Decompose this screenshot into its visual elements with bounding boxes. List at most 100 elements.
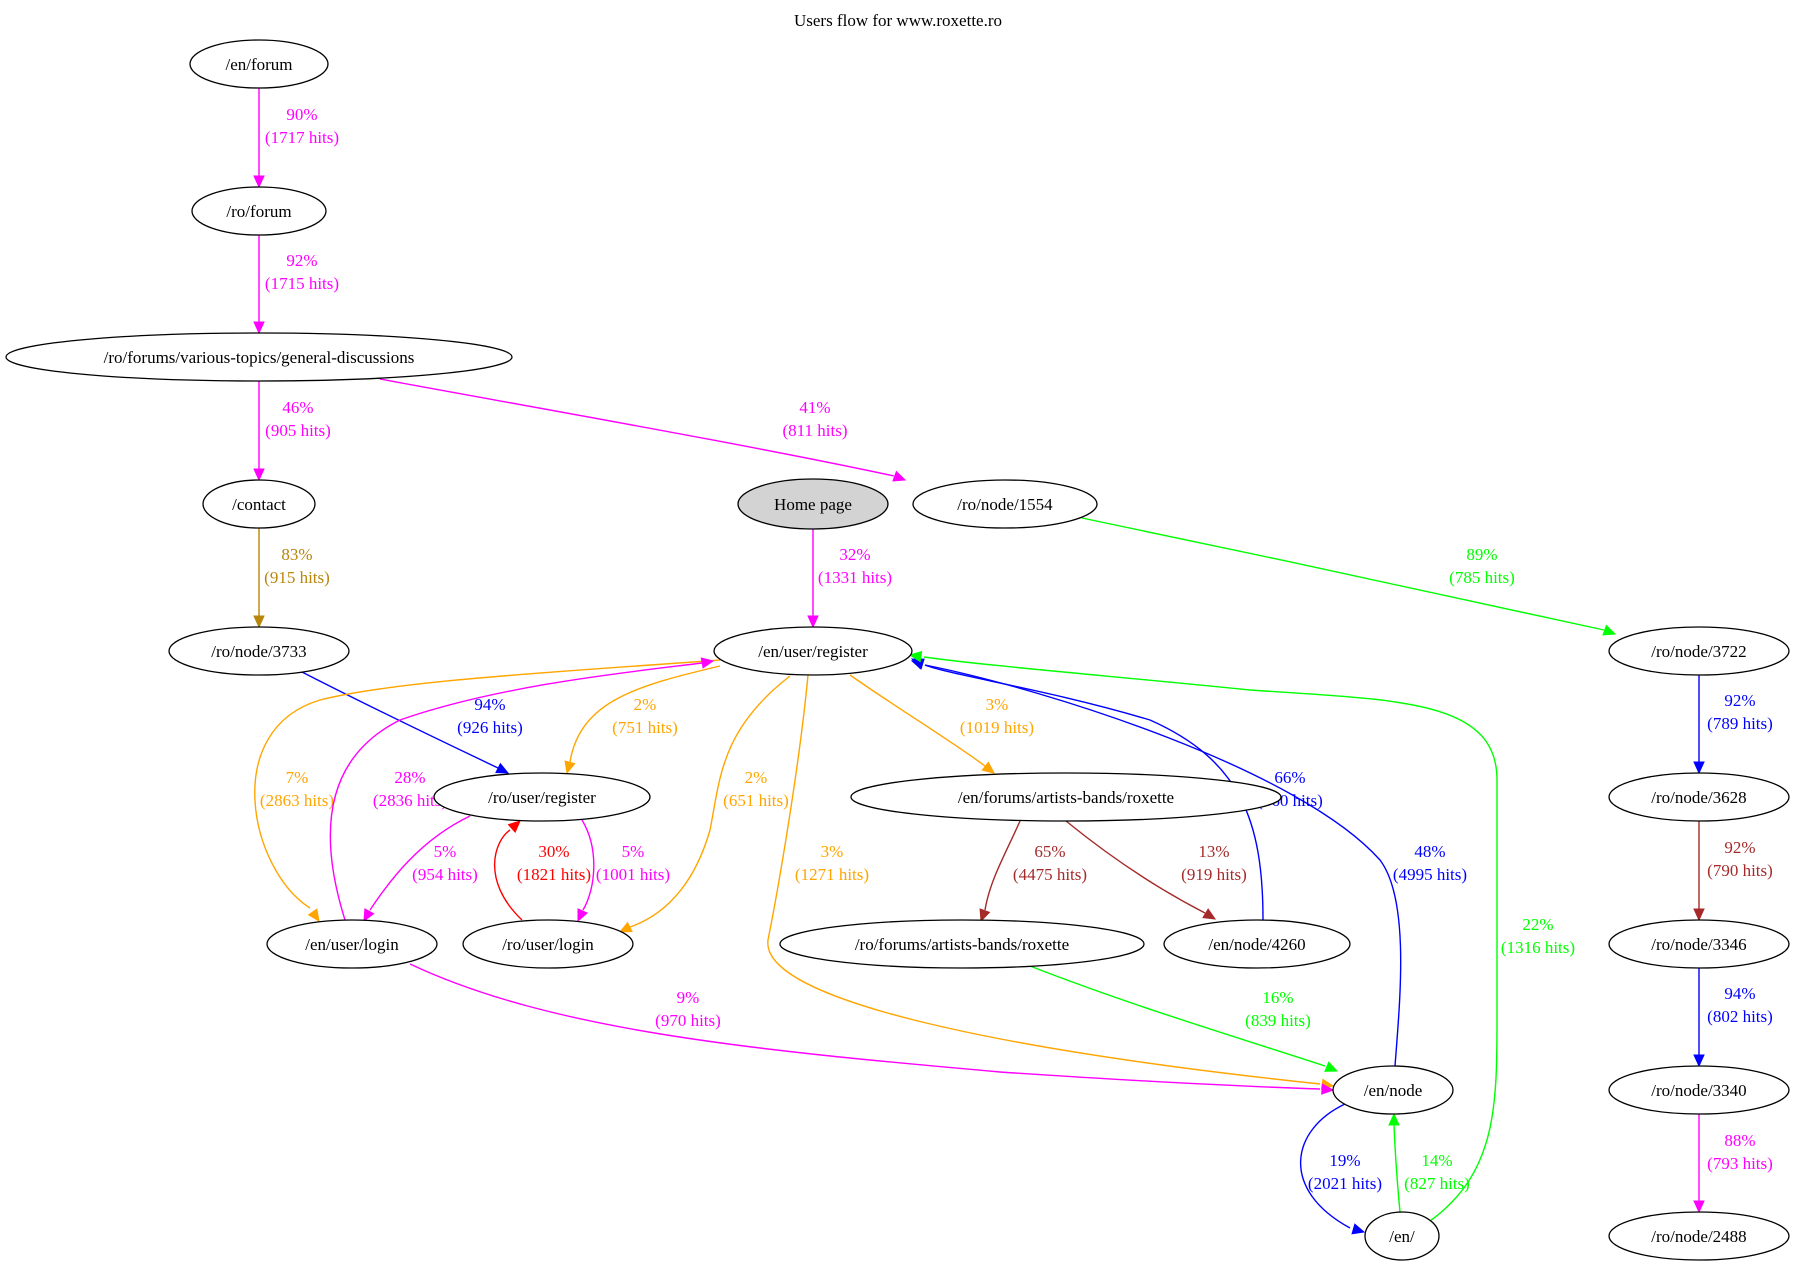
edge-percent-label: 3% xyxy=(821,842,844,861)
node-ellipse xyxy=(912,479,1098,529)
edge-hits-label: (1717 hits) xyxy=(265,128,339,147)
node-label: /en/user/register xyxy=(758,642,868,661)
edge-hits-label: (793 hits) xyxy=(1707,1154,1773,1173)
arrowhead xyxy=(1693,761,1705,775)
edge-line xyxy=(767,674,1321,1085)
arrowhead xyxy=(700,657,715,669)
edge-ro_node_3340-to-ro_node_2488: 88% (793 hits) xyxy=(1693,1114,1773,1214)
node-ellipse xyxy=(462,919,634,969)
node-ro-node-3722: /ro/node/3722 xyxy=(1608,626,1790,676)
edge-hits-label: (789 hits) xyxy=(1707,714,1773,733)
edge-line xyxy=(494,829,523,921)
node-label: /ro/node/3722 xyxy=(1651,642,1746,661)
node-label: /ro/node/3340 xyxy=(1651,1081,1746,1100)
edge-percent-label: 3% xyxy=(986,695,1009,714)
edge-en_user_register-to-en_user_login: 7%(2863 hits) xyxy=(254,659,721,922)
edge-percent-label: 88% xyxy=(1724,1131,1755,1150)
node-en-node: /en/node xyxy=(1332,1065,1454,1115)
edge-percent-label: 90% xyxy=(286,105,317,124)
edge-percent-label: 7% xyxy=(286,768,309,787)
node-label: /ro/node/2488 xyxy=(1651,1227,1746,1246)
node-ellipse xyxy=(1364,1211,1440,1261)
node-label: Home page xyxy=(774,495,852,514)
node-ellipse xyxy=(189,39,329,89)
arrowhead xyxy=(1693,1054,1705,1068)
edge-line xyxy=(923,656,1498,1222)
edge-en_forums_roxette-to-ro_forums_roxette: 65%(4475 hits) xyxy=(979,820,1087,923)
edge-percent-label: 94% xyxy=(474,695,505,714)
node-label: /ro/user/login xyxy=(502,935,594,954)
arrowhead xyxy=(495,762,510,774)
node-label: /ro/node/1554 xyxy=(957,495,1053,514)
node-ro-node-3628: /ro/node/3628 xyxy=(1608,772,1790,822)
node-label: /contact xyxy=(232,495,286,514)
edge-hits-label: (2021 hits) xyxy=(1308,1174,1382,1193)
edge-line xyxy=(409,963,1321,1090)
node-ro-forums-roxette: /ro/forums/artists-bands/roxette xyxy=(779,919,1145,969)
edge-hits-label: (1001 hits) xyxy=(596,865,670,884)
edge-percent-label: 16% xyxy=(1262,988,1293,1007)
node-ro-user-login: /ro/user/login xyxy=(462,919,634,969)
edge-hits-label: (1715 hits) xyxy=(265,274,339,293)
edge-line xyxy=(924,664,1402,1067)
node-label: /ro/forums/various-topics/general-discus… xyxy=(104,348,415,367)
diagram-title: Users flow for www.roxette.ro xyxy=(794,11,1002,30)
edge-percent-label: 22% xyxy=(1522,915,1553,934)
node-ellipse xyxy=(1608,772,1790,822)
edge-hits-label: (905 hits) xyxy=(265,421,331,440)
edge-contact-to-ro_node_3733: 83%(915 hits) xyxy=(253,528,330,629)
arrowhead xyxy=(981,761,995,774)
edge-ro_forum-to-gen_disc: 92% (1715 hits) xyxy=(253,235,339,335)
node-label: /en/forum xyxy=(225,55,292,74)
arrowhead xyxy=(1324,1061,1339,1072)
start-node-ellipse xyxy=(737,478,889,530)
node-label: /ro/node/3733 xyxy=(211,642,306,661)
node-ellipse xyxy=(1608,1065,1790,1115)
node-ro-node-3733: /ro/node/3733 xyxy=(168,626,350,676)
node-label: /en/forums/artists-bands/roxette xyxy=(958,788,1174,807)
edge-hits-label: (751 hits) xyxy=(612,718,678,737)
arrowhead xyxy=(1202,908,1217,920)
node-ellipse xyxy=(1163,919,1351,969)
node-ellipse xyxy=(266,919,438,969)
edge-line xyxy=(629,675,791,928)
edge-line xyxy=(1393,1124,1401,1213)
arrowhead xyxy=(1351,1223,1366,1235)
edge-hits-label: (970 hits) xyxy=(655,1011,721,1030)
node-ellipse xyxy=(713,626,913,676)
edge-line xyxy=(581,819,595,911)
edge-percent-label: 46% xyxy=(282,398,313,417)
arrowhead xyxy=(253,468,265,482)
node-label: /ro/user/register xyxy=(488,788,596,807)
edge-line xyxy=(379,378,895,477)
edge-hits-label: (915 hits) xyxy=(264,568,330,587)
edge-percent-label: 19% xyxy=(1329,1151,1360,1170)
node-ro-forum: /ro/forum xyxy=(191,186,327,236)
edge-en_node-to-en_user_register: 48%(4995 hits) xyxy=(910,658,1467,1067)
node-ellipse xyxy=(1608,919,1790,969)
edge-line xyxy=(369,815,471,911)
node-ro-node-2488: /ro/node/2488 xyxy=(1608,1211,1790,1261)
edge-hits-label: (790 hits) xyxy=(1707,861,1773,880)
edge-percent-label: 92% xyxy=(286,251,317,270)
node-label: /ro/forums/artists-bands/roxette xyxy=(855,935,1069,954)
edge-hits-label: (4475 hits) xyxy=(1013,865,1087,884)
node-ellipse xyxy=(1608,1211,1790,1261)
node-label: /ro/forum xyxy=(226,202,291,221)
edge-en_user_register-to-ro_user_register: 2%(751 hits) xyxy=(564,665,721,775)
arrowhead xyxy=(807,615,819,629)
node-ellipse xyxy=(850,772,1282,822)
edge-percent-label: 14% xyxy=(1421,1151,1452,1170)
edge-percent-label: 32% xyxy=(839,545,870,564)
arrowhead xyxy=(908,650,923,663)
edge-ro_user_register-to-en_user_login: 5%(954 hits) xyxy=(363,815,478,923)
edge-en_node-to-en_root: 19% (2021 hits) xyxy=(1300,1103,1382,1235)
edge-hits-label: (1821 hits) xyxy=(517,865,591,884)
edge-hits-label: (2836 hits) xyxy=(373,791,447,810)
node-contact: /contact xyxy=(202,479,316,529)
edge-en_user_login-to-en_node: 9%(970 hits) xyxy=(409,963,1335,1095)
node-label: /en/node xyxy=(1364,1081,1423,1100)
edge-en_root-to-en_user_register: 22%(1316 hits) xyxy=(908,650,1575,1222)
node-en-root: /en/ xyxy=(1364,1211,1440,1261)
edge-en_forums_roxette-to-en_node_4260: 13%(919 hits) xyxy=(1065,820,1247,920)
